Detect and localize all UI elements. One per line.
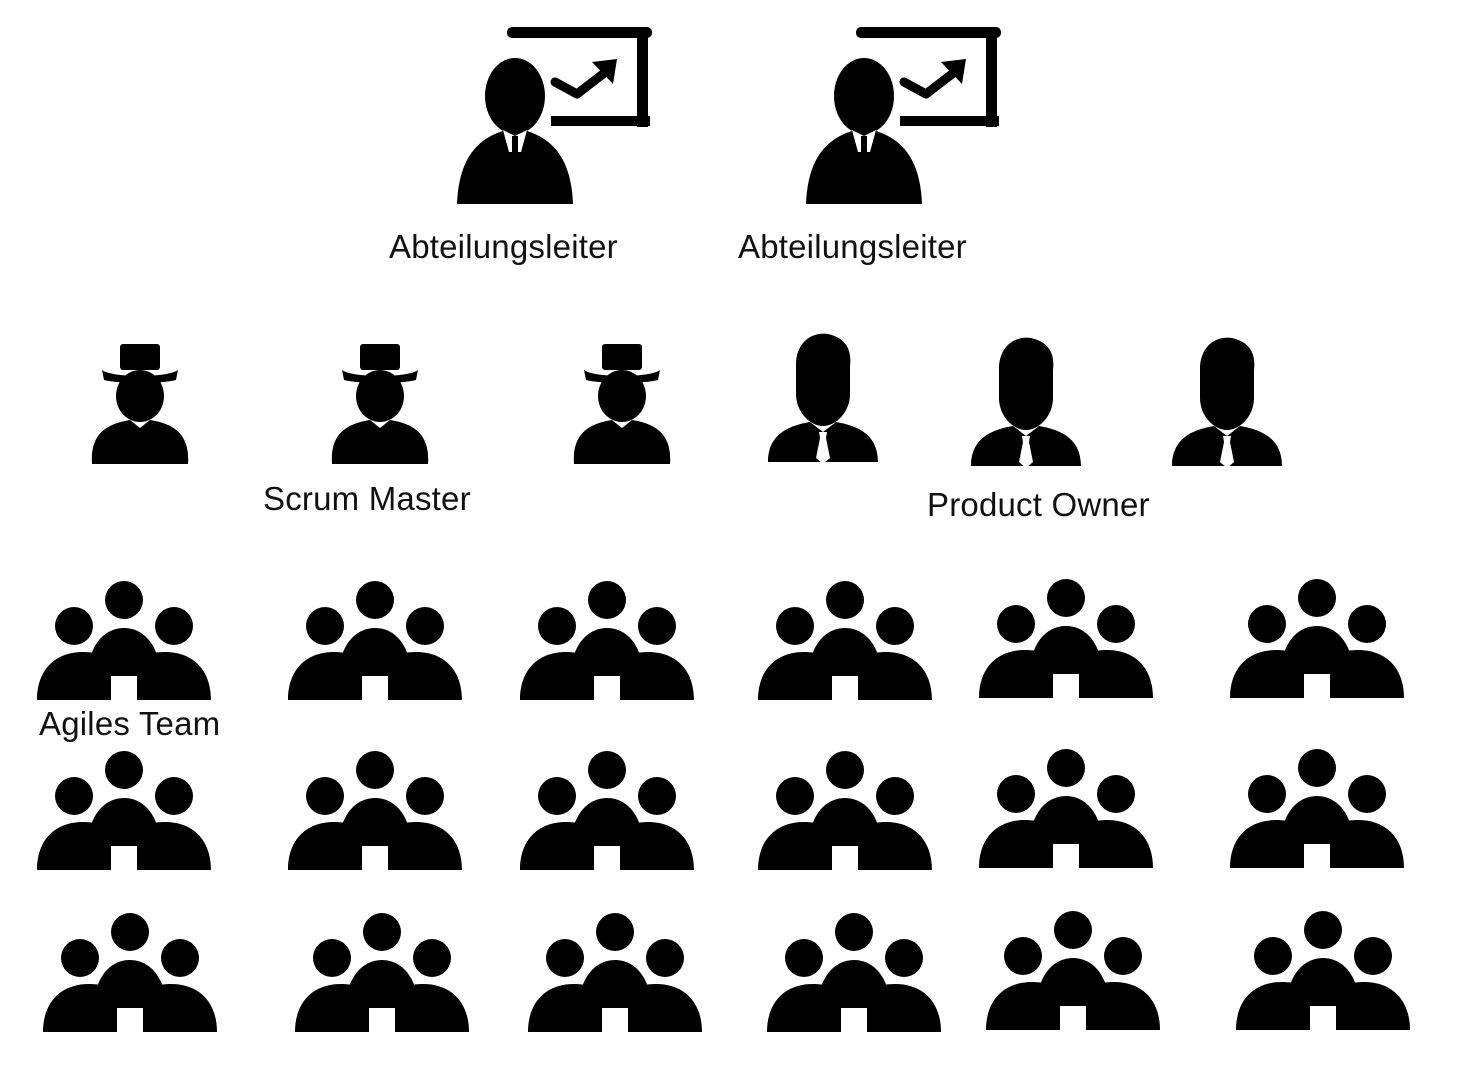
group-of-three-icon <box>986 911 1160 1030</box>
presenter-with-chart-icon <box>457 27 652 204</box>
department-head-label: Abteilungsleiter <box>738 228 967 265</box>
group-of-three-icon <box>979 579 1153 698</box>
group-of-three-icon <box>520 751 694 870</box>
group-of-three-icon <box>288 581 462 700</box>
group-of-three-icon <box>528 913 702 1032</box>
group-of-three-icon <box>1230 579 1404 698</box>
group-of-three-icon <box>1236 911 1410 1030</box>
group-of-three-icon <box>767 913 941 1032</box>
group-of-three-icon <box>37 581 211 700</box>
businessman-with-tie-icon <box>1172 337 1282 468</box>
businessman-with-tie-icon <box>768 333 878 464</box>
top-hat-person-icon <box>573 344 671 464</box>
group-of-three-icon <box>43 913 217 1032</box>
top-hat-person-icon <box>331 344 429 464</box>
group-of-three-icon <box>1230 749 1404 868</box>
product-owner-label: Product Owner <box>927 486 1150 523</box>
presenter-with-chart-icon <box>806 27 1001 204</box>
businessman-with-tie-icon <box>971 337 1081 468</box>
top-hat-person-icon <box>91 344 189 464</box>
group-of-three-icon <box>520 581 694 700</box>
department-head-label: Abteilungsleiter <box>389 228 618 265</box>
group-of-three-icon <box>979 749 1153 868</box>
group-of-three-icon <box>758 751 932 870</box>
agile-team-label: Agiles Team <box>39 705 221 742</box>
scrum-master-label: Scrum Master <box>263 480 471 517</box>
group-of-three-icon <box>37 751 211 870</box>
group-of-three-icon <box>295 913 469 1032</box>
group-of-three-icon <box>758 581 932 700</box>
group-of-three-icon <box>288 751 462 870</box>
